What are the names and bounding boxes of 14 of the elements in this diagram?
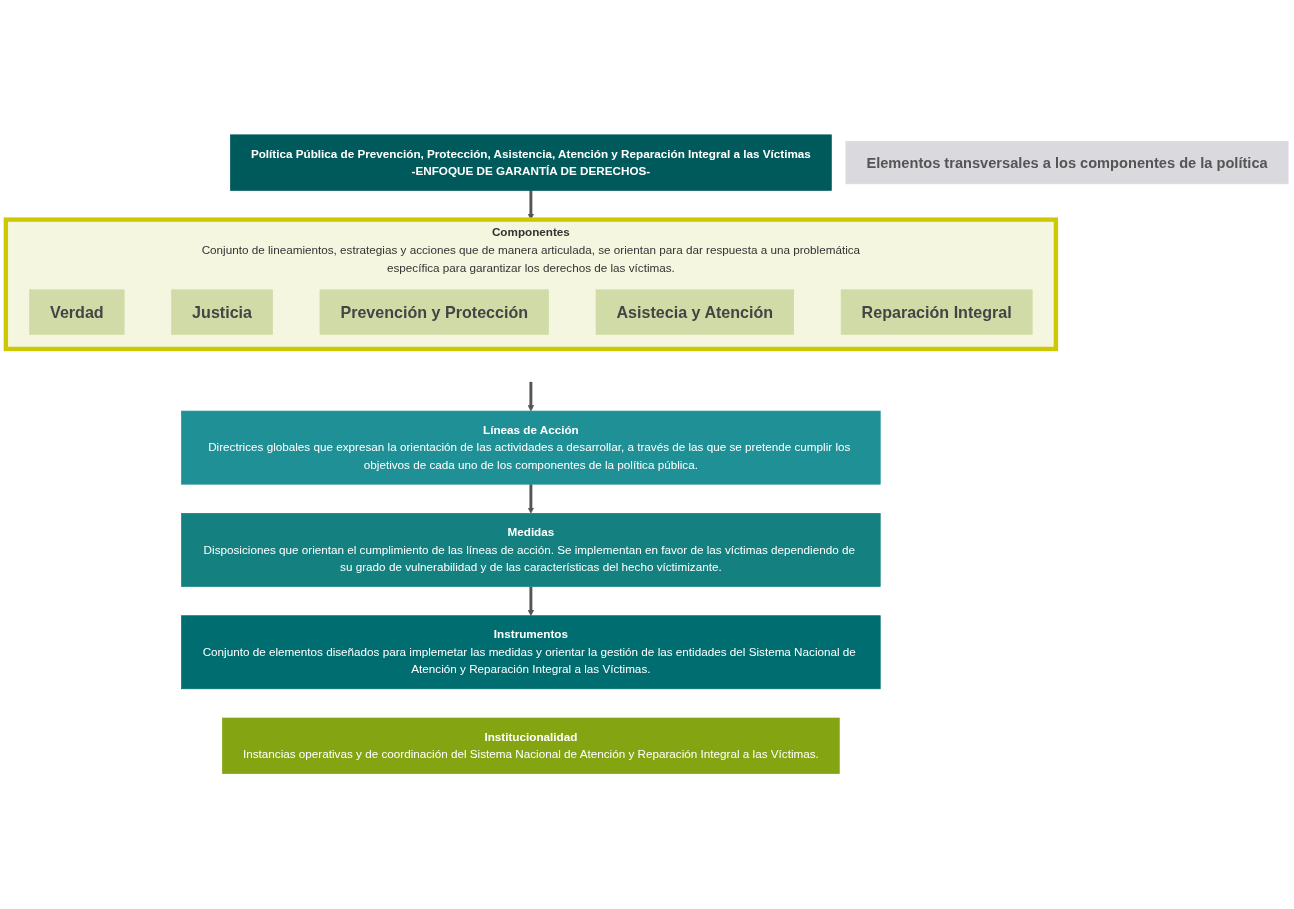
arrow (527, 484, 535, 514)
node-box: Justicia (171, 289, 273, 335)
node-box: Política Pública de Prevención, Protección, Asistencia, Atención y Reparación Integral a las Víctimas -ENFOQUE DE GARANTÍA DE DERECHOS- (230, 134, 832, 192)
arrow (527, 382, 535, 412)
node-box: Líneas de Acción Directrices globales que expresan la orientación de las actividades a desarrollar, a través de las que se pretende cumplir los objetivos de cada uno de los componentes de la política pública. (181, 411, 881, 485)
arrow (527, 586, 535, 617)
node-box: Medidas Disposiciones que orientan el cumplimiento de las líneas de acción. Se implementan en favor de las víctimas dependiendo de su grado de vulnerabilidad y de las características del hecho víctimizante. (181, 513, 881, 588)
node-box: Reparación Integral (840, 289, 1033, 335)
node-box: Verdad (29, 289, 125, 335)
node-box: Prevención y Protección (319, 289, 549, 335)
node-box: Elementos transversales a los componentes de la política (845, 141, 1289, 185)
node-box: Asistecia y Atención (595, 289, 794, 335)
node-box: Instrumentos Conjunto de elementos diseñados para implemetar las medidas y orientar la gestión de las entidades del Sistema Nacional de Atención y Reparación Integral a las Víctimas. (181, 615, 881, 690)
node-box: Institucionalidad Instancias operativas y de coordinación del Sistema Nacional de Atención y Reparación Integral a las Víctimas. (222, 717, 840, 775)
